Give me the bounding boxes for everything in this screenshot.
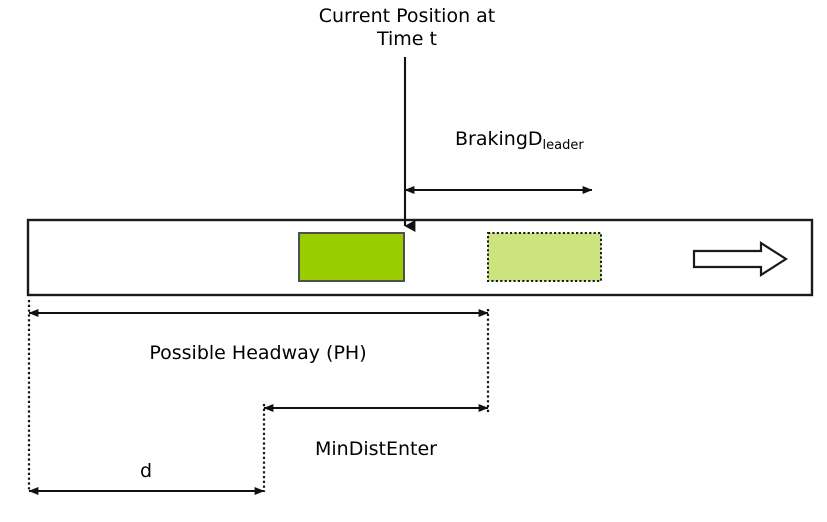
braking-distance-label: BrakingDleader <box>455 128 584 153</box>
braking-distance-main-text: BrakingD <box>455 128 543 150</box>
possible-headway-label: Possible Headway (PH) <box>149 342 367 364</box>
braking-distance-subscript: leader <box>542 138 584 153</box>
d-distance-label: d <box>139 460 153 482</box>
roadway-lane <box>26 218 814 297</box>
leader-vehicle-current <box>298 232 405 282</box>
min-dist-enter-label: MinDistEnter <box>315 438 437 460</box>
projected-vehicle-position <box>487 232 602 282</box>
current-position-title-line2: Time t <box>377 28 437 51</box>
travel-direction-arrow <box>692 240 789 278</box>
current-position-title-line1: Current Position at <box>318 5 496 27</box>
